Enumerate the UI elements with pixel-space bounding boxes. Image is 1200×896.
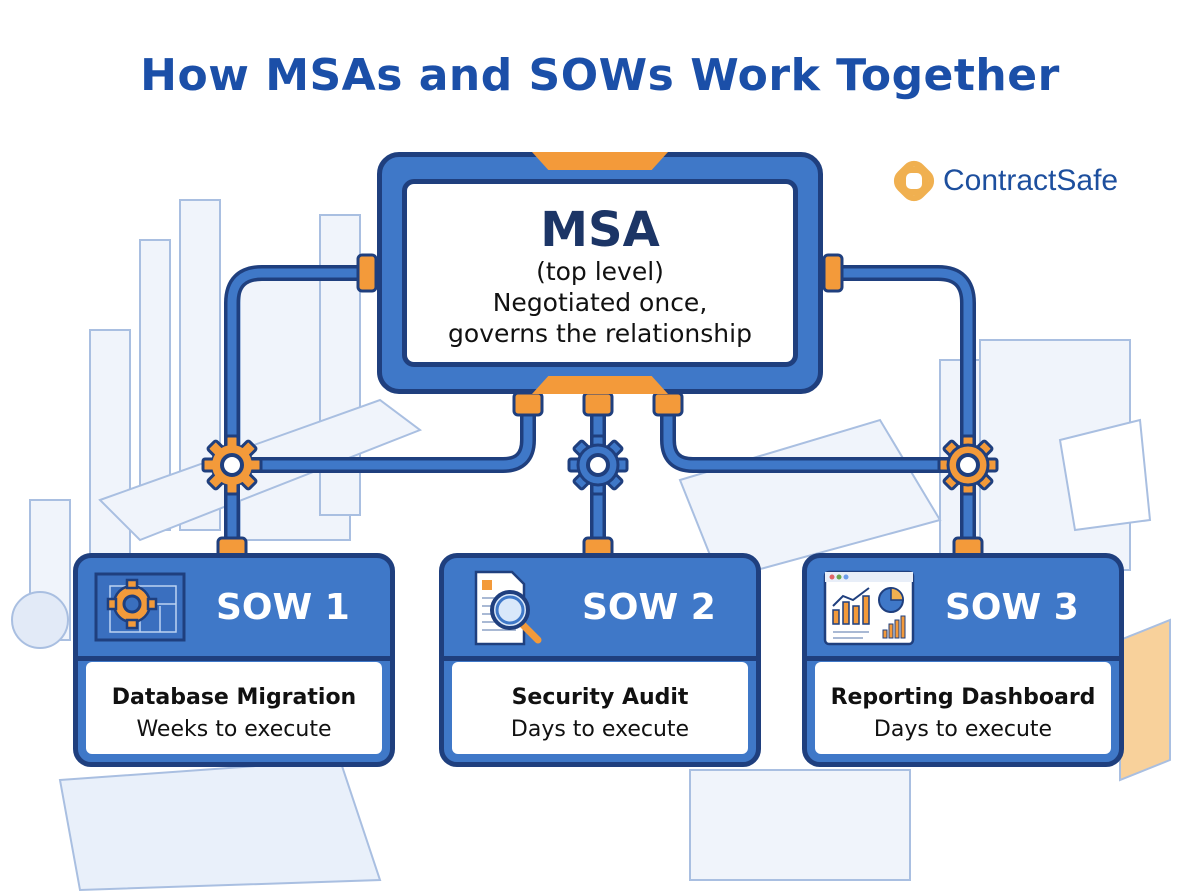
brand-name: ContractSafe [943,164,1119,197]
sow-card-1: SOW 1 Database Migration Weeks to execut… [73,553,395,767]
msa-box: MSA (top level) Negotiated once, governs… [377,152,823,394]
center-gear-icon [567,434,629,496]
msa-panel: MSA (top level) Negotiated once, governs… [402,179,798,367]
sow-card-2: SOW 2 Security Audit Days to execute [439,553,761,767]
msa-bottom-clamp [532,376,668,394]
page-title: How MSAs and SOWs Work Together [140,50,1060,101]
sow-1-label: SOW 1 [216,586,350,628]
document-magnifier-icon [474,570,542,646]
sow-1-name: Database Migration [111,685,357,710]
brand-logo: ContractSafe [893,160,1118,202]
sow-2-label: SOW 2 [582,586,716,628]
sow-3-name: Reporting Dashboard [830,685,1096,710]
msa-line2: governs the relationship [448,319,752,348]
msa-subtitle: (top level) [536,257,664,286]
msa-title: MSA [540,202,660,258]
sow-3-duration: Days to execute [873,717,1053,742]
msa-line1: Negotiated once, [492,288,708,317]
sow-1-duration: Weeks to execute [136,717,332,742]
blueprint-gear-icon [94,572,186,642]
right-gear-icon [937,434,999,496]
sow-card-3: SOW 3 Reporting Dashboard Days to execut… [802,553,1124,767]
sow-3-label: SOW 3 [945,586,1079,628]
left-gear-icon [201,434,263,496]
interlocked-rings-logo-icon [893,160,935,202]
sow-2-name: Security Audit [511,685,689,710]
msa-top-clamp [532,152,668,170]
sow-2-duration: Days to execute [510,717,690,742]
dashboard-chart-icon [823,570,915,646]
